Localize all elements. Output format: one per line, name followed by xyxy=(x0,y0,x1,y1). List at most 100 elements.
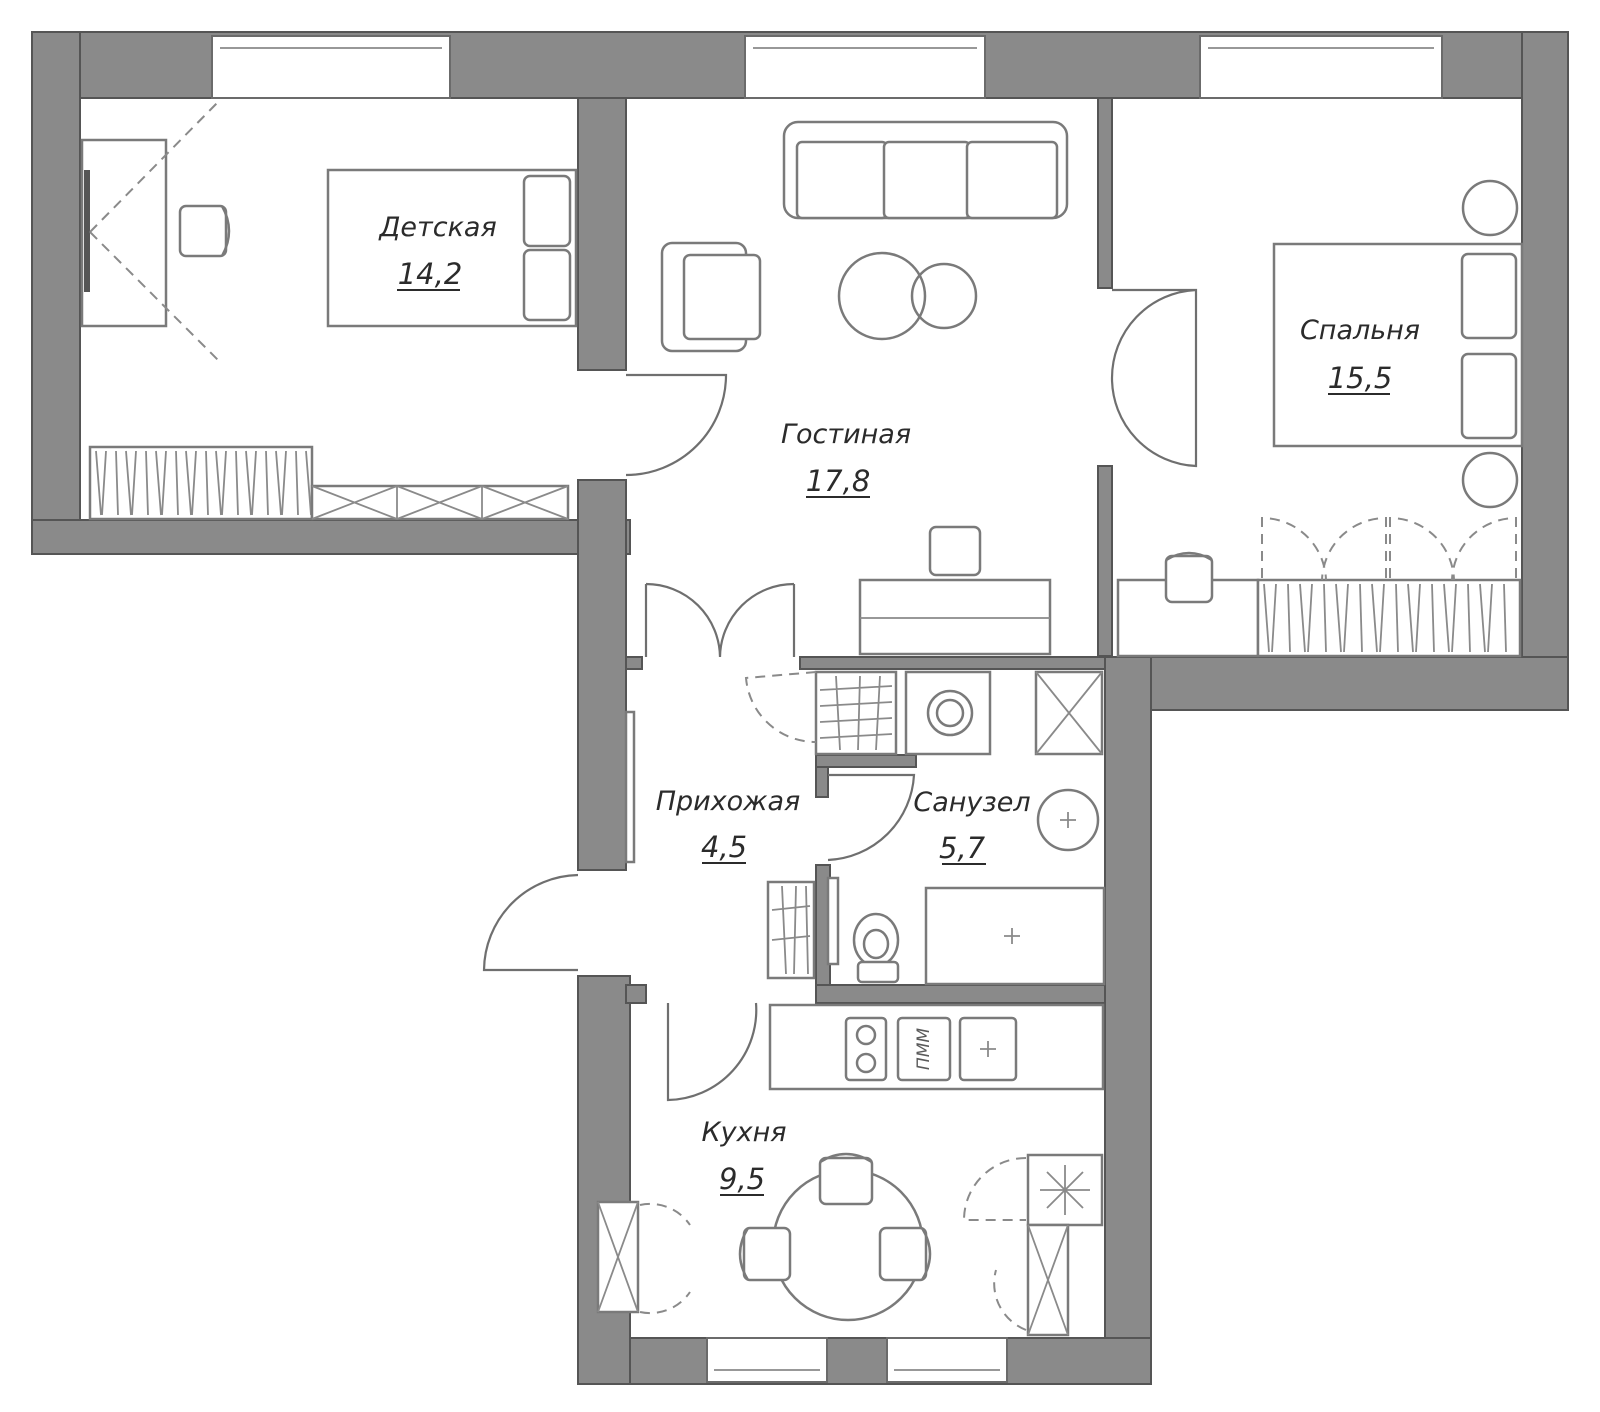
living-room-furniture: Гостиная 17,8 xyxy=(660,120,1069,656)
shelf-hatch-line xyxy=(1479,583,1486,653)
kids-chair xyxy=(178,204,228,258)
window-kitchen-2 xyxy=(886,1337,1008,1383)
shelf-hatch-line xyxy=(101,450,107,516)
shelf-hatch-line xyxy=(305,450,312,516)
shelf-hatch-line xyxy=(281,450,287,516)
door-entrance xyxy=(482,873,579,972)
kids-room-area: 14,2 xyxy=(398,257,463,291)
shelf-hatch-line xyxy=(191,450,197,516)
shelf-hatch-line xyxy=(251,450,257,516)
shelf-hatch-line xyxy=(1407,583,1414,653)
shelf-hatch-line xyxy=(1287,583,1291,653)
shelf-hatch-line xyxy=(1467,583,1471,653)
shelf-hatch-line xyxy=(1395,583,1399,653)
bath-toilet-tank xyxy=(826,876,840,966)
shelf-hatch-line xyxy=(295,450,299,516)
wall-left-hall xyxy=(577,479,627,871)
living-stool xyxy=(928,525,982,577)
bedroom-pillow-1 xyxy=(1460,252,1518,340)
wall-living-hall-stub xyxy=(625,656,643,670)
kitchen-furniture: ПММ Кухня 9,5 xyxy=(596,1003,1105,1337)
shelf-hatch-line xyxy=(185,450,192,516)
shelf-hatch-line xyxy=(175,450,179,516)
doors xyxy=(482,288,1198,1102)
shelf-hatch-line xyxy=(155,450,162,516)
bath-name: Санузел xyxy=(913,787,1030,818)
shelf-hatch-line xyxy=(1503,583,1507,653)
kitchen-dishwasher xyxy=(896,1016,952,1082)
bedroom-area: 15,5 xyxy=(1328,361,1393,395)
shelf-hatch-line xyxy=(1307,583,1313,653)
wall-closet-bottom xyxy=(815,754,917,768)
bath-sink xyxy=(1036,788,1100,852)
shelf-hatch-line xyxy=(245,450,252,516)
wall-kitchen-pier xyxy=(625,984,647,1004)
window-kitchen-1 xyxy=(706,1337,828,1383)
shelf-hatch-line xyxy=(1299,583,1306,653)
shelf-hatch-line xyxy=(1271,583,1277,653)
living-coffee-table-2 xyxy=(910,262,978,330)
shelf-hatch-line xyxy=(1323,583,1327,653)
wall-left-kitchen xyxy=(577,975,631,1385)
shelf-hatch-line xyxy=(275,450,282,516)
wall-bottom-bedroom xyxy=(1104,656,1569,711)
wall-right-kitchen xyxy=(1104,656,1152,1385)
shelf-hatch-line xyxy=(215,450,222,516)
kitchen-name: Кухня xyxy=(701,1117,786,1148)
shelf-hatch-line xyxy=(1335,583,1342,653)
wall-left-kids xyxy=(31,31,81,555)
kitchen-chair-left xyxy=(742,1226,792,1282)
shelf-hatch-line xyxy=(161,450,167,516)
walls xyxy=(31,31,1569,1385)
wall-bottom-kitchen xyxy=(577,1337,1152,1385)
kids-pillow-2 xyxy=(522,248,572,322)
bath-furniture: Санузел 5,7 xyxy=(826,670,1106,986)
shelf-hatch-line xyxy=(125,450,132,516)
hall-mirror xyxy=(624,710,636,864)
window-kids xyxy=(211,35,451,99)
living-room-name: Гостиная xyxy=(781,419,911,450)
door-bath xyxy=(827,773,916,862)
window-living xyxy=(744,35,986,99)
kids-room-name: Детская xyxy=(378,212,496,243)
shelf-hatch-line xyxy=(265,450,269,516)
shelf-hatch-line xyxy=(1343,583,1349,653)
living-coffee-table-1 xyxy=(837,251,927,341)
window-bedroom xyxy=(1199,35,1443,99)
living-room-area: 17,8 xyxy=(806,464,871,498)
bedroom-chair xyxy=(1164,554,1214,604)
door-bedroom xyxy=(1110,288,1198,468)
wall-living-bedroom-lower xyxy=(1097,465,1113,657)
shelf-hatch-line xyxy=(1451,583,1457,653)
wall-bath-kitchen xyxy=(815,984,1106,1004)
bedroom-nightstand-2 xyxy=(1461,451,1519,509)
shelf-hatch-line xyxy=(1371,583,1378,653)
hall-closet xyxy=(814,670,898,756)
shelf-hatch-line xyxy=(1359,583,1363,653)
wall-bottom-kids xyxy=(31,519,631,555)
door-kitchen xyxy=(666,1002,758,1102)
bath-area: 5,7 xyxy=(939,831,986,865)
shelf-hatch-line xyxy=(131,450,137,516)
wall-right xyxy=(1521,31,1569,711)
kids-wardrobe-rail xyxy=(84,170,90,292)
kitchen-chair-right xyxy=(878,1226,928,1282)
wall-kids-living xyxy=(577,97,627,371)
hall-furniture: Прихожая 4,5 xyxy=(624,670,898,980)
bedroom-nightstand-1 xyxy=(1461,179,1519,237)
kids-pillow-1 xyxy=(522,174,572,248)
shelf-hatch-line xyxy=(95,450,102,516)
door-kids xyxy=(625,373,728,477)
dishwasher-label: ПММ xyxy=(914,1028,934,1070)
living-tv-unit xyxy=(858,578,1052,656)
bedroom-name: Спальня xyxy=(1300,315,1420,346)
shelf-hatch-line xyxy=(1487,583,1493,653)
hall-name: Прихожая xyxy=(656,786,801,817)
kitchen-hob xyxy=(844,1016,888,1082)
shelf-hatch-line xyxy=(145,450,149,516)
kitchen-chair-top xyxy=(818,1156,874,1206)
shelf-hatch-line xyxy=(221,450,227,516)
door-closet xyxy=(744,671,817,744)
